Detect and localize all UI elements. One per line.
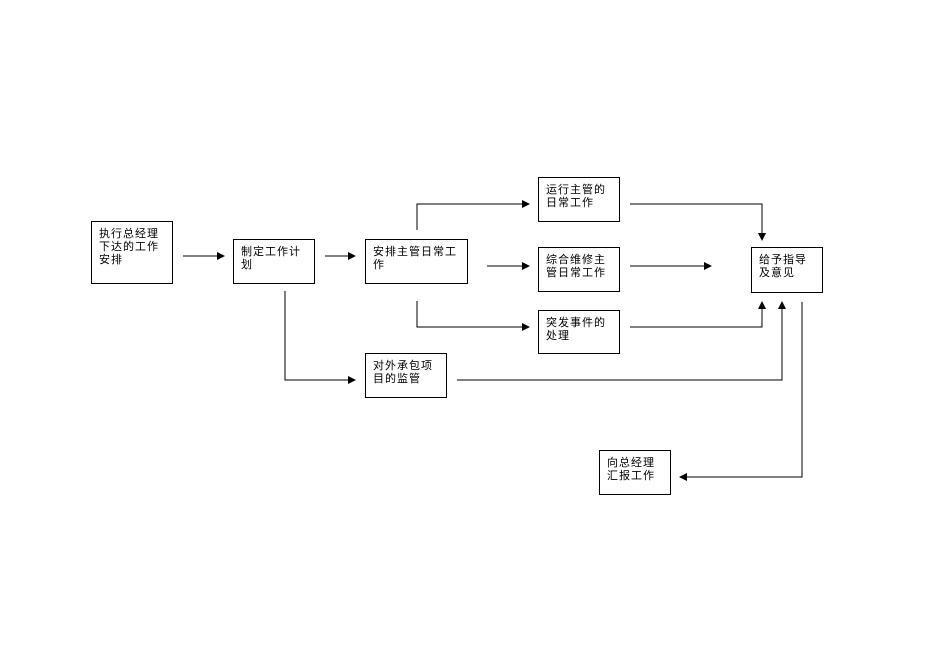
edge-plan-outsource <box>284 291 356 384</box>
node-report: 向总经理汇报工作 <box>599 450 671 495</box>
edge-guide-report <box>679 302 803 481</box>
node-maint: 综合维修主管日常工作 <box>538 247 620 292</box>
node-execute: 执行总经理下达的工作安排 <box>91 221 173 284</box>
edge-arrange-emergency <box>416 301 530 331</box>
node-emergency: 突发事件的处理 <box>538 310 620 354</box>
edge-emergency-guide <box>630 301 766 328</box>
node-outsource: 对外承包项目的监管 <box>365 353 447 398</box>
node-guide: 给予指导及意见 <box>751 247 823 293</box>
node-arrange: 安排主管日常工作 <box>365 239 468 284</box>
node-plan: 制定工作计划 <box>233 239 315 284</box>
edge-ops-guide <box>630 203 766 241</box>
edge-outsource-guide <box>457 301 786 381</box>
edge-arrange-ops <box>416 200 530 230</box>
node-ops: 运行主管的日常工作 <box>538 177 620 222</box>
